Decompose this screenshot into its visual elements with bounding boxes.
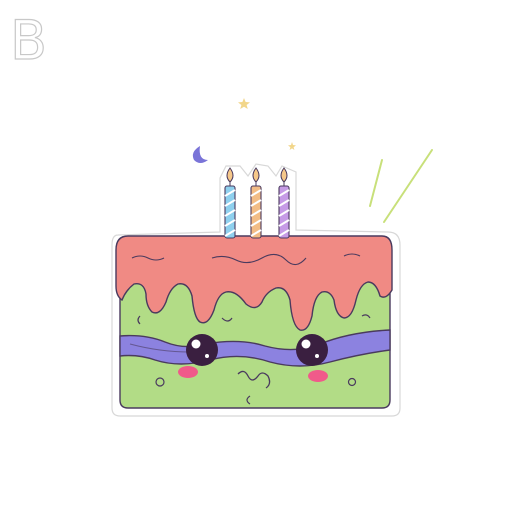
right-cheek <box>308 370 328 382</box>
frosting-squiggle <box>343 253 361 257</box>
star-icon <box>288 142 296 150</box>
cake-frosting <box>115 235 393 331</box>
doodle <box>221 317 233 322</box>
doodle <box>137 315 141 325</box>
spark-lines-icon <box>369 149 433 223</box>
doodle <box>155 377 165 387</box>
mouth <box>237 370 271 389</box>
corner-letter: B <box>9 9 48 72</box>
star-icon <box>238 98 250 109</box>
candle-icon <box>278 167 290 239</box>
doodle <box>347 377 357 387</box>
candle-icon <box>224 167 236 239</box>
frosting-squiggle <box>211 253 307 266</box>
candle-icon <box>250 167 262 239</box>
left-eye <box>186 334 218 366</box>
doodle <box>246 395 251 405</box>
right-eye <box>296 334 328 366</box>
cream-band-line <box>129 343 191 353</box>
left-cheek <box>178 366 198 378</box>
frosting-squiggle <box>131 255 165 261</box>
doodle <box>361 314 371 319</box>
moon-icon <box>192 146 208 163</box>
